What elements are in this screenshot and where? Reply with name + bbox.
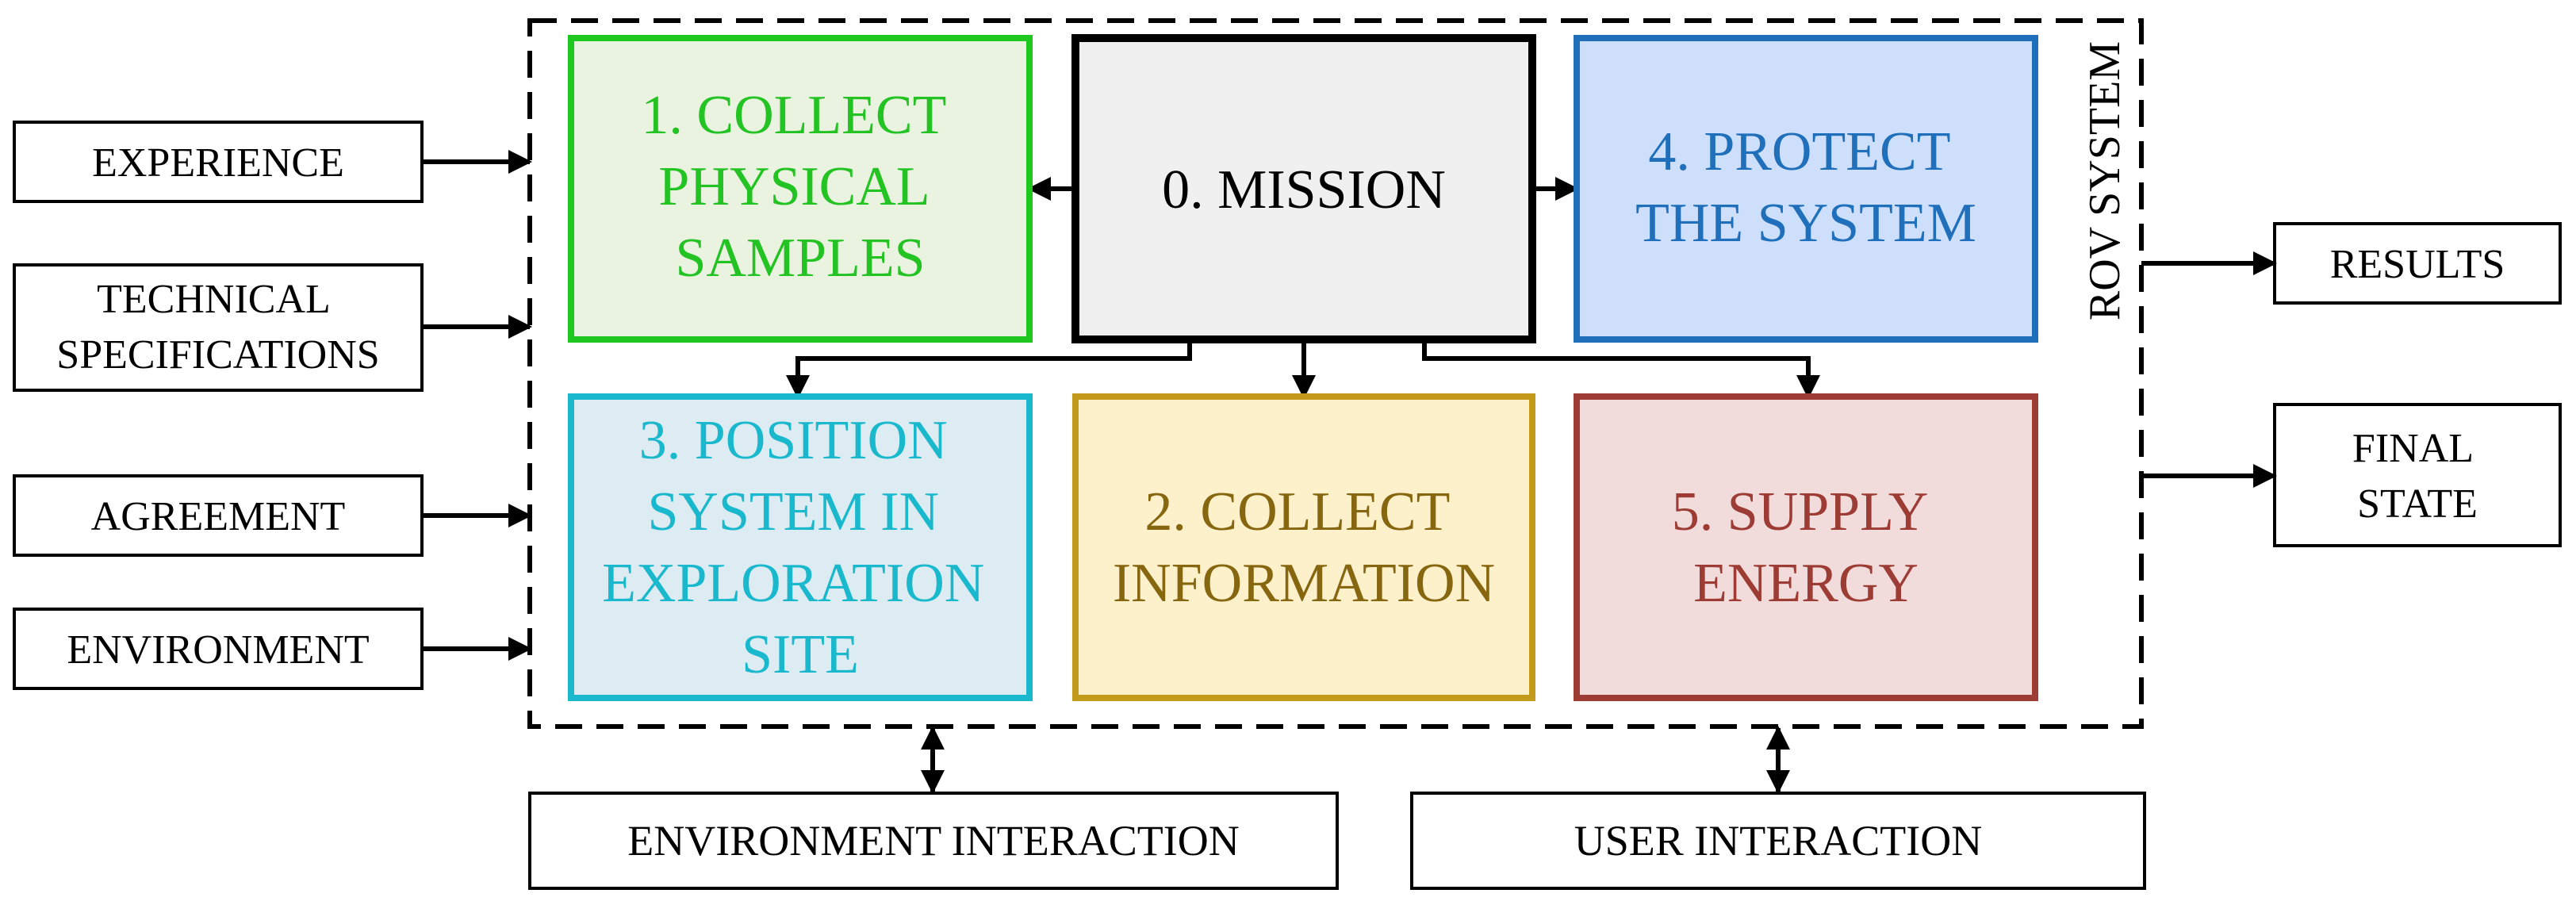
function-collect-information-box: [1072, 393, 1535, 701]
function-collect-samples-box: [568, 35, 1033, 343]
system-boundary: [527, 18, 2144, 729]
svg-text:ENVIRONMENT: ENVIRONMENT: [67, 627, 369, 673]
function-position-system-box: [568, 393, 1033, 701]
function-supply-energy-text: 5. SUPPLY ENERGY: [1672, 481, 1941, 614]
function-protect-system: 4. PROTECT THE SYSTEM: [1574, 35, 2038, 343]
function-collect-information: 2. COLLECT INFORMATION: [1072, 393, 1535, 701]
svg-text:RESULTS: RESULTS: [2330, 242, 2505, 287]
function-collect-samples-text: 1. COLLECT PHYSICAL SAMPLES: [641, 85, 959, 289]
input-technical-specifications-line1: TECHNICAL: [97, 277, 329, 322]
function-position-system-text: 3. POSITION SYSTEM IN EXPLORATION SITE: [602, 410, 999, 685]
output-final-state-line1: FINAL: [2352, 426, 2472, 471]
function-position-system: 3. POSITION SYSTEM IN EXPLORATION SITE: [568, 393, 1033, 701]
function-supply-energy-box: [1574, 393, 2038, 701]
function-mission: 0. MISSION: [1071, 34, 1536, 343]
environment-interaction: ENVIRONMENT INTERACTION: [528, 792, 1339, 890]
input-agreement: AGREEMENT: [13, 474, 424, 557]
function-collect-samples: 1. COLLECT PHYSICAL SAMPLES: [568, 35, 1033, 343]
svg-text:AGREEMENT: AGREEMENT: [91, 494, 346, 539]
output-results: RESULTS: [2273, 222, 2562, 305]
svg-text:TECHNICAL SPECIFICATIONS: TECHNICAL SPECIFICATIONS: [56, 277, 379, 378]
system-label: ROV SYSTEM: [2080, 41, 2129, 320]
arrow-mission-to-supply-energy: [1422, 339, 1820, 399]
svg-text:USER INTERACTION: USER INTERACTION: [1574, 817, 1982, 865]
input-experience-label: EXPERIENCE: [92, 140, 344, 186]
input-agreement-label: AGREEMENT: [91, 494, 346, 539]
svg-text:ENVIRONMENT INTERACTION: ENVIRONMENT INTERACTION: [627, 817, 1239, 865]
output-final-state: FINAL STATE: [2273, 403, 2562, 547]
function-mission-box: [1071, 34, 1536, 343]
input-environment: ENVIRONMENT: [13, 608, 424, 690]
arrow-mission-to-position-system: [786, 339, 1192, 399]
svg-text:FINAL STATE: FINAL STATE: [2352, 426, 2482, 527]
environment-interaction-label: ENVIRONMENT INTERACTION: [627, 817, 1239, 865]
function-supply-energy: 5. SUPPLY ENERGY: [1574, 393, 2038, 701]
output-final-state-line2: STATE: [2357, 481, 2478, 527]
function-protect-system-box: [1574, 35, 2038, 343]
input-technical-specifications-line2: SPECIFICATIONS: [56, 332, 379, 378]
function-protect-system-text: 4. PROTECT THE SYSTEM: [1635, 121, 1976, 254]
user-interaction: USER INTERACTION: [1410, 792, 2146, 890]
user-interaction-label: USER INTERACTION: [1574, 817, 1982, 865]
function-mission-text: 0. MISSION: [1162, 159, 1446, 220]
output-results-label: RESULTS: [2330, 242, 2505, 287]
input-environment-label: ENVIRONMENT: [67, 627, 369, 673]
input-experience: EXPERIENCE: [13, 121, 424, 203]
svg-text:EXPERIENCE: EXPERIENCE: [92, 140, 344, 186]
input-technical-specifications: TECHNICAL SPECIFICATIONS: [13, 263, 424, 392]
function-collect-information-text: 2. COLLECT INFORMATION: [1113, 481, 1495, 614]
